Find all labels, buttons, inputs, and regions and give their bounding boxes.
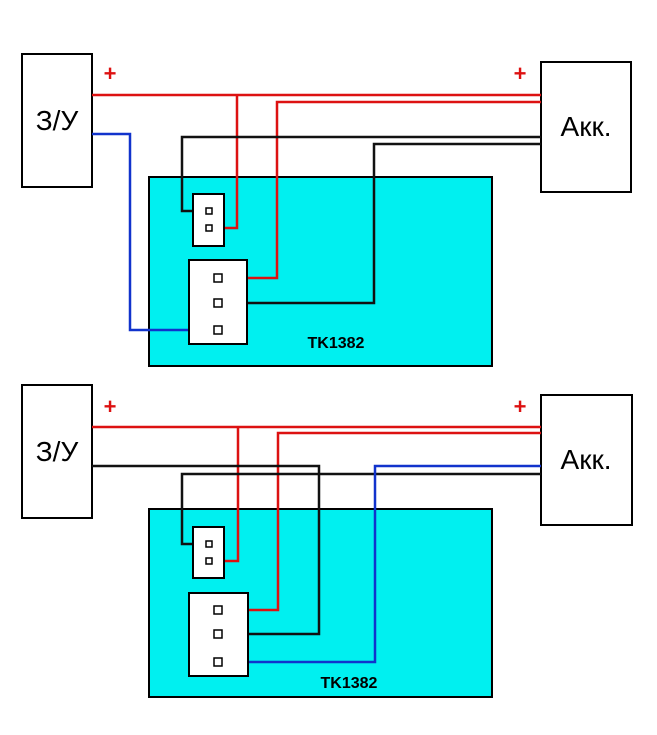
charger-label: З/У bbox=[36, 105, 79, 136]
charger-label: З/У bbox=[36, 436, 79, 467]
charger-box bbox=[21, 53, 93, 188]
plus-sign-charger: + bbox=[104, 61, 117, 86]
large-connector-pin-2 bbox=[213, 629, 223, 639]
diagram-1: З/У Акк. + + TK1382 bbox=[21, 53, 632, 367]
small-connector-pin-2 bbox=[205, 224, 213, 232]
large-connector-pin-1 bbox=[213, 605, 223, 615]
small-connector-pin-1 bbox=[205, 540, 213, 548]
small-connector bbox=[192, 193, 225, 247]
plus-sign-battery: + bbox=[514, 61, 527, 86]
negative-wire-charger bbox=[92, 464, 321, 636]
large-connector-pin-3 bbox=[213, 325, 223, 335]
charger-box bbox=[21, 384, 93, 519]
diagram-2: З/У Акк. + + TK1382 bbox=[21, 384, 633, 698]
plus-sign-battery: + bbox=[514, 394, 527, 419]
plus-sign-charger: + bbox=[104, 394, 117, 419]
negative-wire-to-connector bbox=[218, 142, 541, 305]
large-connector-pin-3 bbox=[213, 657, 223, 667]
blue-wire bbox=[218, 464, 541, 664]
large-connector-pin-1 bbox=[213, 273, 223, 283]
battery-box bbox=[540, 394, 633, 526]
module-label: TK1382 bbox=[308, 335, 365, 352]
battery-label: Акк. bbox=[561, 444, 612, 475]
blue-wire bbox=[92, 132, 218, 332]
small-connector-pin-1 bbox=[205, 207, 213, 215]
module-label: TK1382 bbox=[321, 675, 378, 692]
battery-box bbox=[540, 61, 632, 193]
large-connector-pin-2 bbox=[213, 298, 223, 308]
small-connector-pin-2 bbox=[205, 557, 213, 565]
battery-label: Акк. bbox=[561, 111, 612, 142]
small-connector bbox=[192, 526, 225, 579]
